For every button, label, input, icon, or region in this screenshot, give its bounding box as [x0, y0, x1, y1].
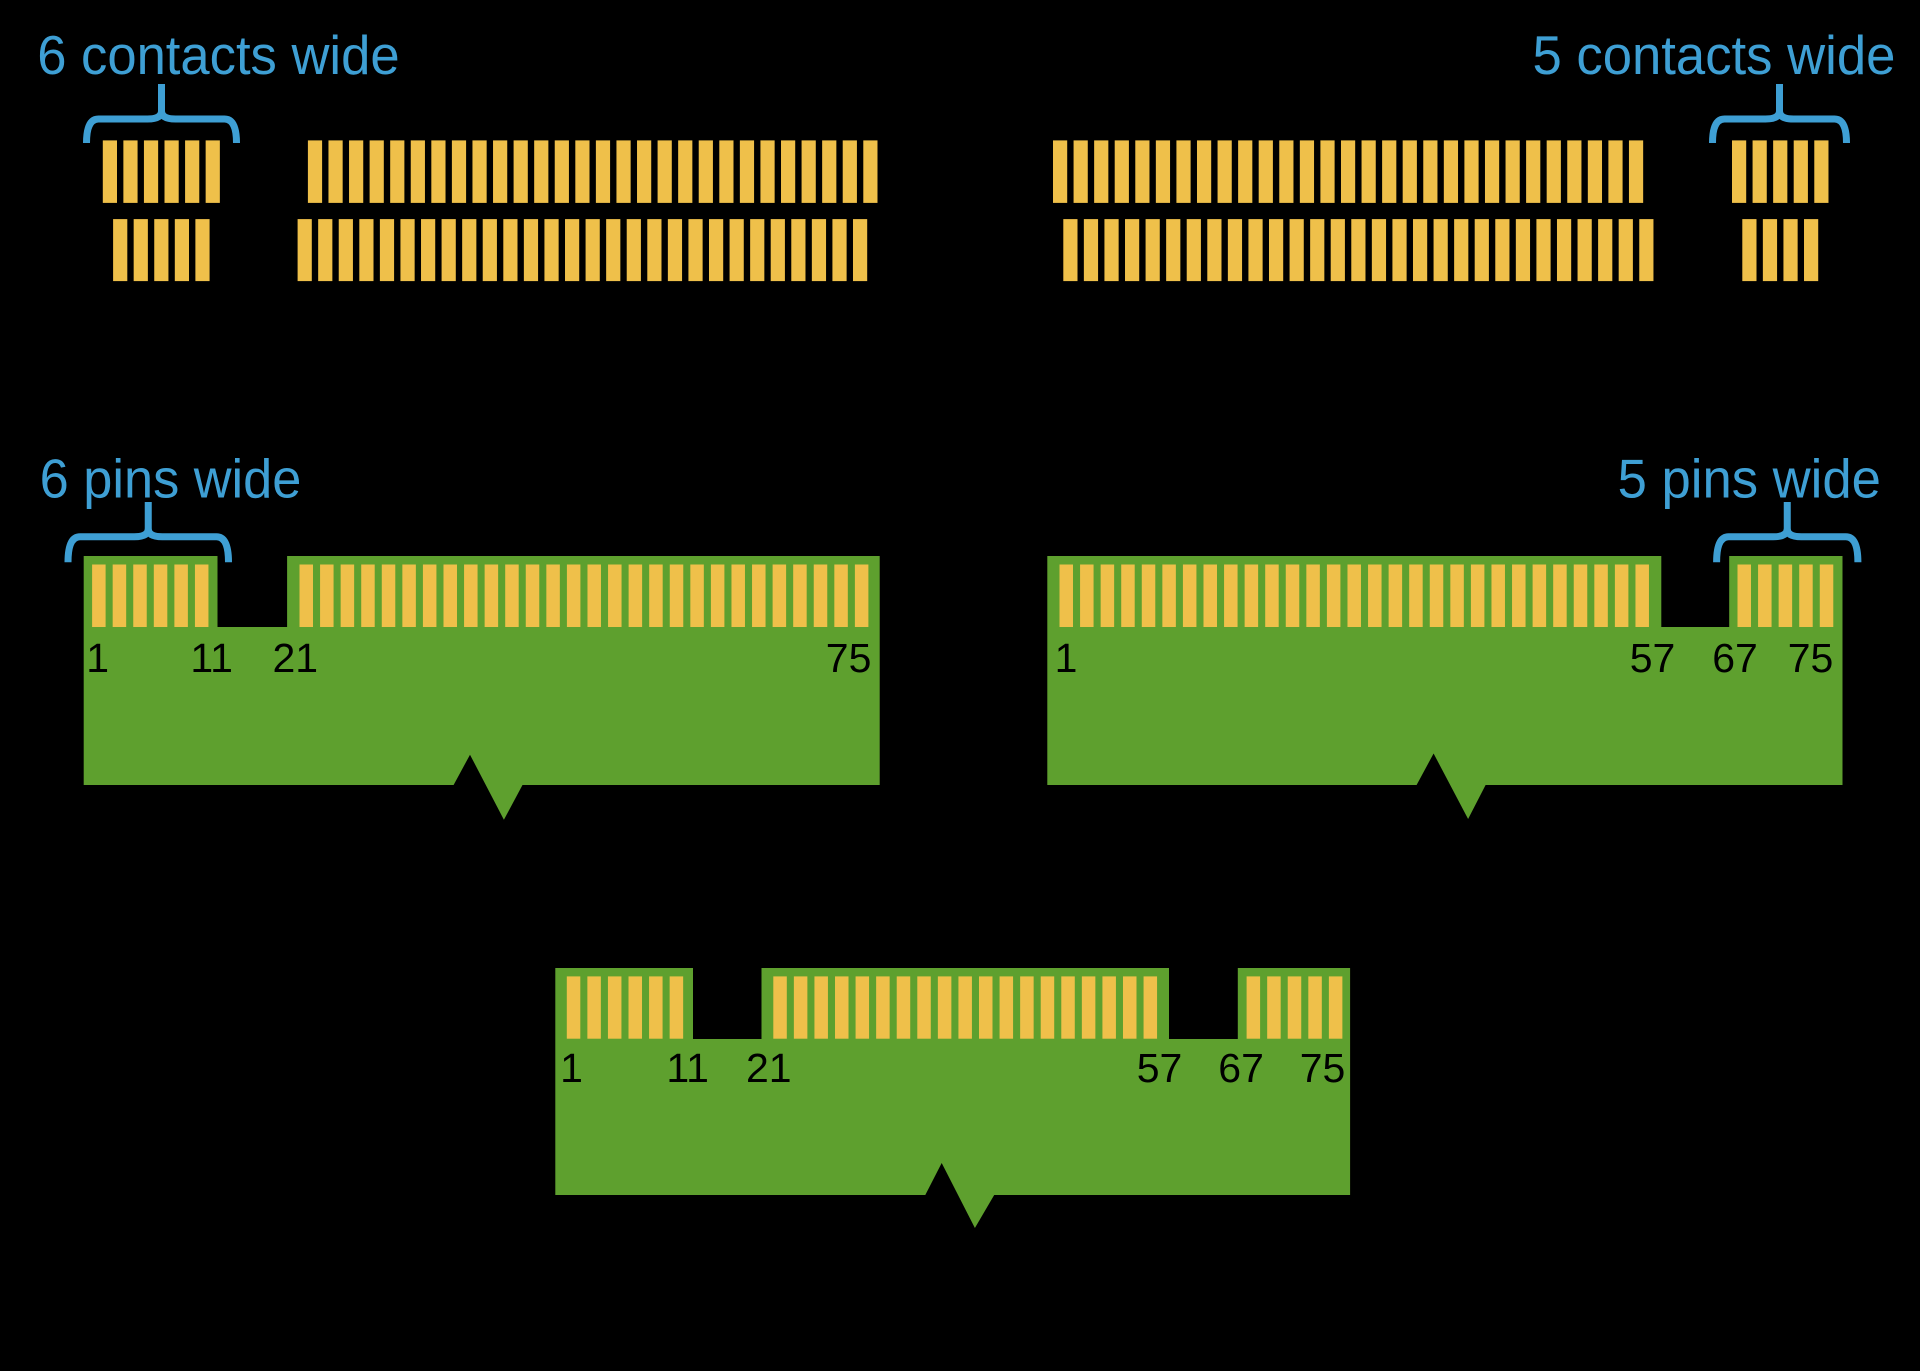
svg-text:67: 67: [1218, 1045, 1264, 1091]
svg-text:75: 75: [826, 635, 872, 681]
svg-text:6 pins wide: 6 pins wide: [40, 447, 302, 509]
svg-text:5 pins wide: 5 pins wide: [1618, 447, 1881, 509]
svg-text:21: 21: [272, 635, 318, 681]
svg-text:75: 75: [1788, 635, 1834, 681]
svg-text:67: 67: [1712, 635, 1758, 681]
svg-text:75: 75: [1300, 1045, 1346, 1091]
svg-text:57: 57: [1630, 635, 1676, 681]
svg-text:6 contacts wide: 6 contacts wide: [37, 24, 399, 86]
svg-text:5 contacts wide: 5 contacts wide: [1533, 24, 1896, 86]
svg-text:11: 11: [666, 1045, 709, 1091]
svg-text:11: 11: [190, 635, 233, 681]
svg-text:1: 1: [86, 635, 109, 681]
svg-text:1: 1: [560, 1045, 583, 1091]
svg-text:1: 1: [1055, 635, 1078, 681]
svg-text:21: 21: [746, 1045, 792, 1091]
svg-text:57: 57: [1137, 1045, 1183, 1091]
